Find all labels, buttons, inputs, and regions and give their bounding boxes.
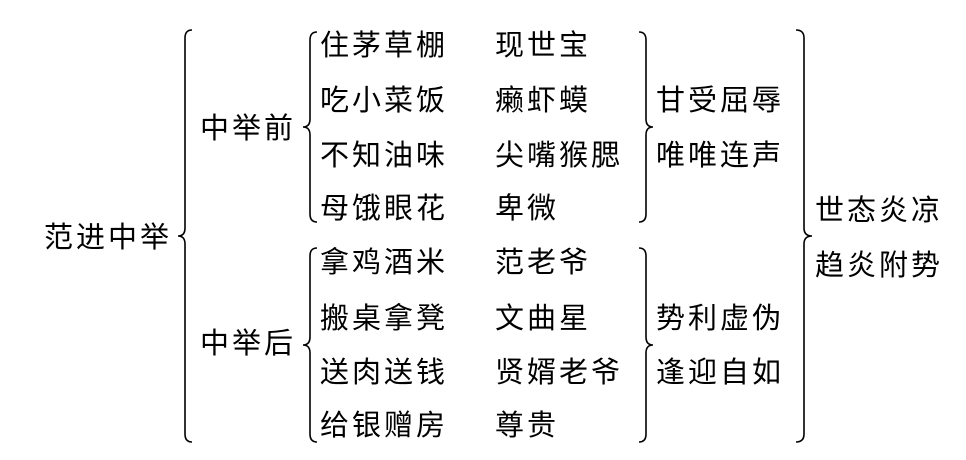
detail-item: 送肉送钱 <box>320 355 449 389</box>
address-item: 癞虾蟆 <box>495 83 592 117</box>
attitude-before-1: 甘受屈辱 <box>656 83 785 117</box>
after-right-brace <box>638 247 654 443</box>
group-label-before: 中举前 <box>200 111 297 145</box>
detail-item: 住茅草棚 <box>320 28 449 62</box>
detail-item: 搬桌拿凳 <box>320 301 449 335</box>
attitude-before-2: 唯唯连声 <box>656 138 785 172</box>
theme-2: 趋炎附势 <box>815 248 944 282</box>
theme-1: 世态炎凉 <box>815 193 944 227</box>
before-left-brace <box>302 31 318 223</box>
address-item: 范老爷 <box>495 245 592 279</box>
address-item: 现世宝 <box>495 28 592 62</box>
address-item: 卑微 <box>495 191 560 225</box>
address-item: 贤婿老爷 <box>495 355 624 389</box>
detail-item: 母饿眼花 <box>320 191 449 225</box>
attitude-after-1: 势利虚伪 <box>656 301 785 335</box>
theme-right-brace <box>795 29 813 443</box>
group-label-after: 中举后 <box>200 326 297 360</box>
after-left-brace <box>302 247 318 443</box>
attitude-after-2: 逢迎自如 <box>656 355 785 389</box>
address-item: 尊贵 <box>495 408 560 442</box>
root-label: 范进中举 <box>44 220 173 254</box>
detail-item: 不知油味 <box>320 138 449 172</box>
address-item: 文曲星 <box>495 301 592 335</box>
detail-item: 吃小菜饭 <box>320 83 449 117</box>
before-right-brace <box>638 31 654 223</box>
address-item: 尖嘴猴腮 <box>495 138 624 172</box>
detail-item: 给银赠房 <box>320 408 449 442</box>
root-left-brace <box>177 29 193 443</box>
detail-item: 拿鸡酒米 <box>320 245 449 279</box>
